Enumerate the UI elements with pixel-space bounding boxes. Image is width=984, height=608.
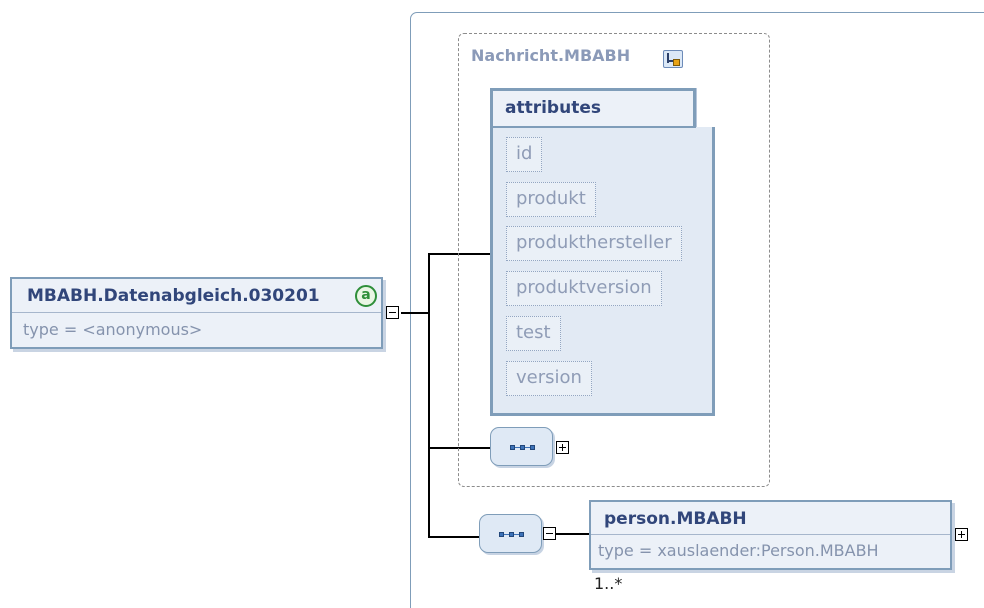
attribute-badge-icon: a xyxy=(355,285,377,307)
root-collapse-toggle[interactable] xyxy=(386,306,399,319)
connector-to-sequence-2 xyxy=(428,536,480,538)
person-expand-toggle[interactable] xyxy=(955,528,968,541)
root-element-header xyxy=(12,279,381,313)
sequence-compositor-2[interactable] xyxy=(479,514,542,553)
connector-to-attributes xyxy=(428,253,490,255)
group-name: Nachricht.MBABH xyxy=(471,46,631,65)
attributes-header-tab[interactable] xyxy=(490,88,696,128)
root-element-name: MBABH.Datenabgleich.030201 xyxy=(27,286,320,306)
person-element-divider xyxy=(591,534,950,535)
attribute-item-version[interactable]: version xyxy=(506,361,592,396)
sequence-compositor-1[interactable] xyxy=(490,427,553,466)
person-element-name: person.MBABH xyxy=(604,509,747,529)
attribute-item-produkt[interactable]: produkt xyxy=(506,182,596,217)
root-element-box[interactable]: MBABH.Datenabgleich.030201 a type = <ano… xyxy=(10,277,383,349)
attributes-tab-corner xyxy=(696,88,715,127)
connector-to-sequence-1 xyxy=(428,447,490,449)
sequence-2-collapse-toggle[interactable] xyxy=(543,527,556,540)
group-container xyxy=(458,33,770,487)
person-cardinality: 1..* xyxy=(594,574,623,593)
attribute-item-produktversion[interactable]: produktversion xyxy=(506,271,662,306)
connector-trunk xyxy=(428,253,430,537)
group-ref-icon[interactable] xyxy=(663,50,683,68)
attribute-item-test[interactable]: test xyxy=(506,316,561,351)
attribute-item-produkthersteller[interactable]: produkthersteller xyxy=(506,226,682,261)
attributes-label: attributes xyxy=(505,98,601,118)
attribute-item-id[interactable]: id xyxy=(506,137,543,172)
person-element-box[interactable]: person.MBABH type = xauslaender:Person.M… xyxy=(589,500,952,570)
root-element-type: type = <anonymous> xyxy=(23,320,203,339)
person-element-type: type = xauslaender:Person.MBABH xyxy=(598,541,879,560)
connector-seq-to-person xyxy=(555,533,590,535)
connector-root-to-trunk xyxy=(401,312,429,314)
sequence-1-expand-toggle[interactable] xyxy=(556,441,569,454)
